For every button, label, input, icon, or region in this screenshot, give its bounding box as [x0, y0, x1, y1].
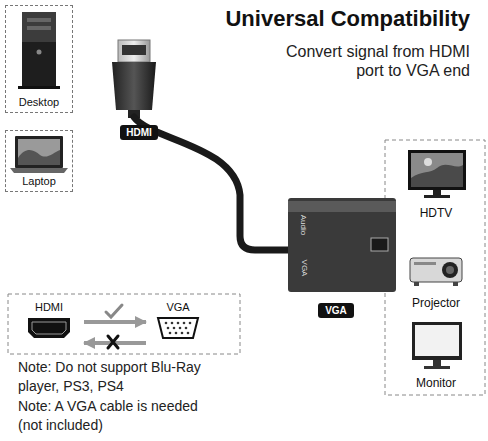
badge-text: VGA [325, 305, 347, 317]
note: Note: Do not support Blu-Ray player, PS3… [18, 358, 223, 396]
cross-mark [108, 336, 118, 348]
note: Note: A VGA cable is needed (not include… [18, 397, 223, 435]
connector-box: HDMI [16, 300, 82, 350]
device-box: HDTV [393, 145, 479, 223]
connector-box: VGA [148, 300, 208, 350]
desktop-icon [18, 12, 60, 89]
badge-text: HDMI [126, 127, 152, 139]
title: Universal Compatibility [225, 6, 470, 32]
projector-icon [410, 258, 462, 286]
monitor-icon [412, 322, 462, 369]
node-label: HDMI [35, 301, 63, 314]
subtitle: Convert signal from HDMI port to VGA end [270, 42, 470, 80]
node-label: Projector [412, 296, 460, 310]
hdmi-connector-icon [28, 318, 70, 338]
adapter-body [288, 198, 396, 292]
group-outline [8, 294, 240, 354]
device-box: Projector [393, 235, 479, 313]
direction-arrow [84, 320, 146, 324]
node-label: Desktop [19, 96, 59, 109]
port-label: Audio [298, 215, 308, 235]
node-label: Monitor [416, 376, 456, 390]
port-badge: VGA [318, 303, 354, 318]
check-mark [106, 305, 122, 317]
node-label: HDTV [420, 206, 453, 220]
group-outline [385, 140, 485, 395]
tv-icon [408, 150, 466, 198]
device-box: Desktop [5, 5, 73, 113]
port-badge: HDMI [120, 125, 158, 140]
vga-port-icon [158, 318, 198, 338]
device-box: Laptop [5, 130, 73, 192]
device-box: Monitor [393, 317, 479, 393]
node-label: Laptop [22, 175, 56, 188]
node-label: VGA [166, 301, 189, 314]
laptop-icon [10, 136, 68, 173]
port-label: VGA [299, 260, 309, 277]
hdmi-plug [112, 40, 156, 118]
